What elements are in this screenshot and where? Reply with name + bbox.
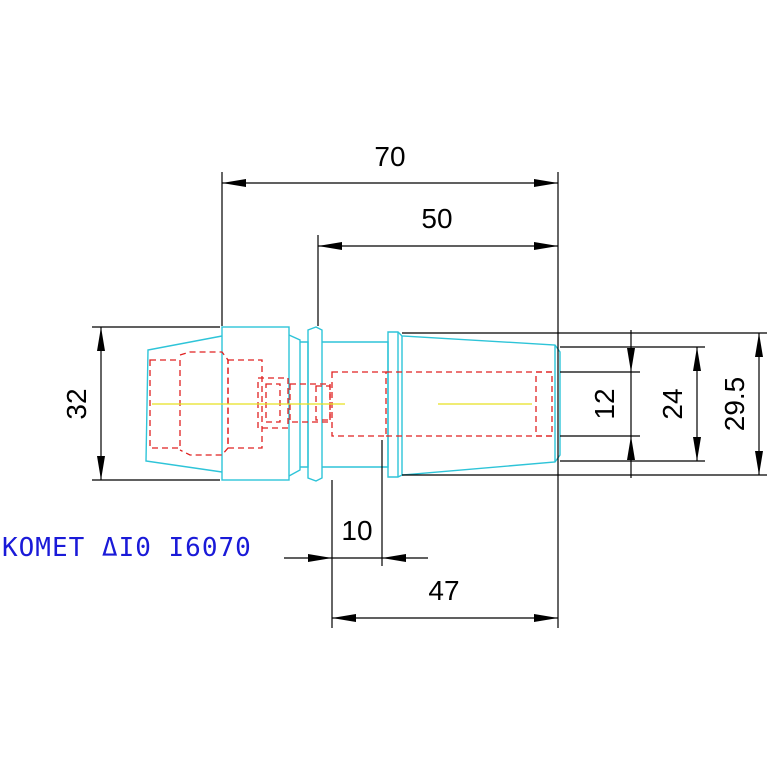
arrow-32-top [97, 327, 105, 351]
arrow-50-right [534, 242, 558, 250]
hidden-channel [289, 383, 331, 423]
dim-text-32: 32 [61, 388, 92, 419]
hidden-thread-inner [265, 383, 281, 423]
hidden-bore-nose [386, 371, 552, 437]
hidden-channel-inner [315, 385, 331, 421]
dim-text-10: 10 [341, 515, 372, 546]
dim-text-50: 50 [421, 203, 452, 234]
arrow-24-bottom [693, 437, 701, 461]
left-shank-outline [145, 335, 223, 473]
arrow-70-left [222, 179, 246, 187]
dim-text-70: 70 [374, 141, 405, 172]
hidden-thread [257, 377, 289, 429]
arrow-70-right [534, 179, 558, 187]
arrow-47-right [534, 614, 558, 622]
hidden-bore-end [535, 371, 553, 437]
neck-step-1 [288, 334, 301, 477]
dim-text-47: 47 [428, 575, 459, 606]
hidden-cavity-left [179, 351, 229, 456]
dim-text-12: 12 [589, 388, 620, 419]
arrow-12-top [627, 348, 635, 372]
arrow-295-bottom [755, 451, 763, 475]
dim-text-24: 24 [657, 388, 688, 419]
arrow-12-bottom [627, 436, 635, 460]
arrow-10-right [382, 554, 406, 562]
arrow-24-top [693, 347, 701, 371]
arrow-32-bottom [97, 456, 105, 480]
arrow-50-left [318, 242, 342, 250]
dimensions: 70 50 32 12 24 29.5 [61, 141, 767, 628]
arrow-295-top [755, 333, 763, 357]
arrow-10-left [308, 554, 332, 562]
nose-outline [387, 331, 561, 478]
collar-outline [307, 326, 323, 482]
dim-text-29-5: 29.5 [719, 377, 750, 432]
drawing-title: KOMET ΔI0 I6070 [2, 533, 252, 563]
arrow-47-left [332, 614, 356, 622]
